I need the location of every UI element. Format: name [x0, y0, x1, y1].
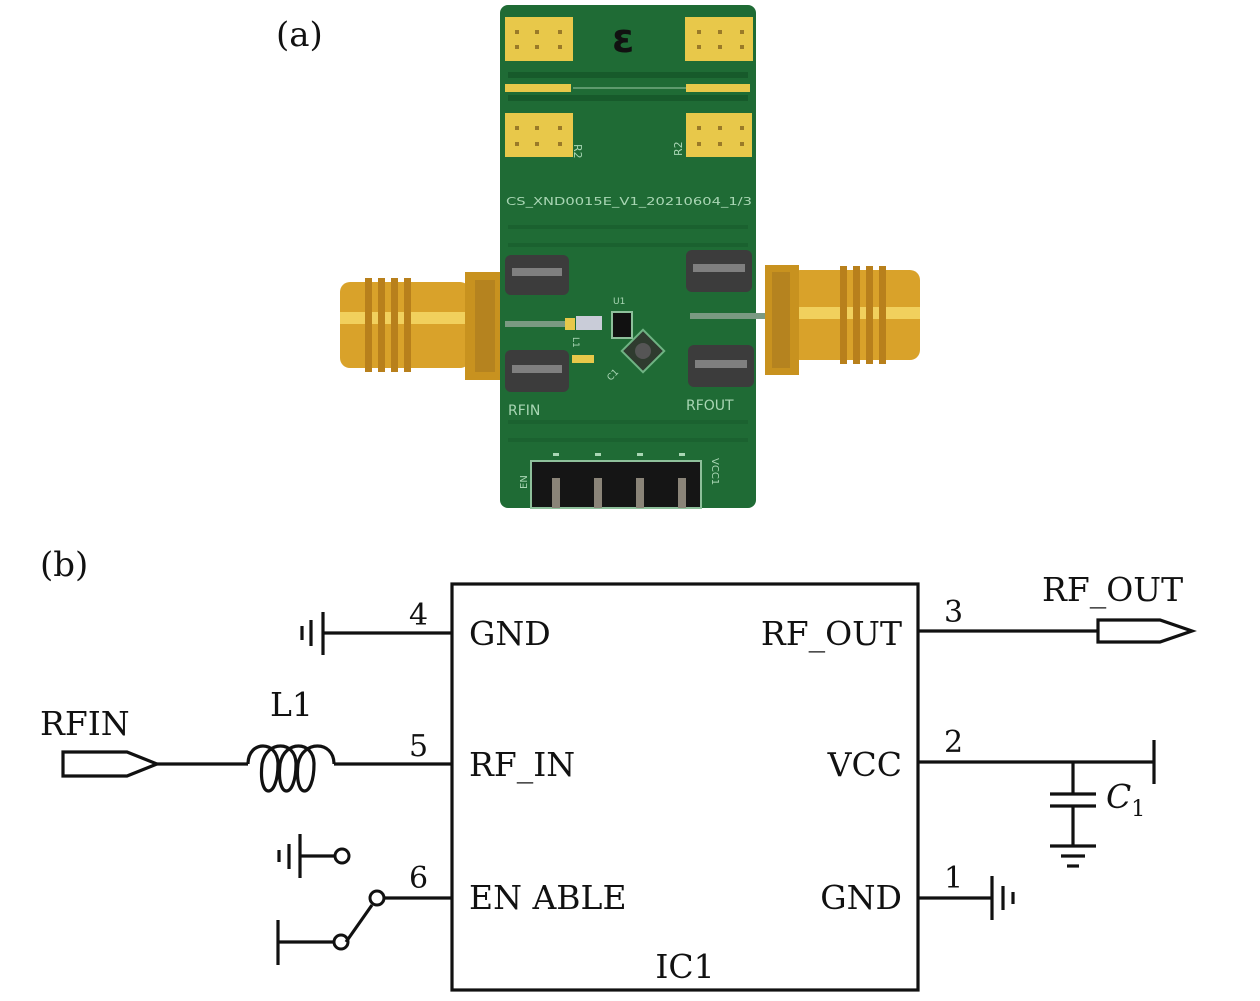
ground-icon — [300, 612, 325, 655]
pcb-photo: ε R2 R2 CS_XND0015E_V1_20210604_1/3 U1 L… — [340, 5, 920, 509]
pcb-component-l1 — [576, 316, 602, 330]
switch-contact-gnd — [333, 847, 351, 865]
pcb-component-c1 — [611, 311, 633, 339]
switch-contact-high — [332, 933, 350, 951]
pin-name-rf-out: RF_OUT — [761, 614, 902, 654]
pin-number-3: 3 — [944, 595, 963, 630]
pin-header — [530, 453, 702, 509]
pin-name-gnd-right: GND — [820, 878, 902, 917]
capacitor-c1-label-sub: 1 — [1131, 797, 1145, 822]
pcb-label-u1: U1 — [613, 297, 625, 307]
ic1-body — [450, 582, 920, 992]
inductor-l1-icon — [246, 744, 336, 793]
ground-icon — [277, 834, 302, 878]
capacitor-c1-label: C1 — [1106, 777, 1145, 822]
pin-number-6: 6 — [409, 861, 428, 896]
pin-name-enable: EN ABLE — [469, 878, 627, 917]
switch-contact-common — [368, 889, 386, 907]
pin-number-4: 4 — [409, 598, 428, 633]
gold-pads — [505, 17, 753, 157]
capacitor-c1-label-main: C — [1106, 777, 1131, 816]
pcb-marker: ε — [612, 16, 634, 62]
ic-ref: IC1 — [655, 947, 714, 986]
panel-b-label: (b) — [40, 545, 88, 585]
pin-name-rf-in: RF_IN — [469, 745, 575, 785]
port-rfout-icon — [1096, 618, 1197, 644]
pin-number-1: 1 — [944, 861, 963, 896]
pcb-inductors — [505, 250, 754, 392]
pcb-header-en: EN — [519, 475, 530, 489]
port-rfout-label: RF_OUT — [1042, 570, 1183, 610]
schematic — [61, 582, 1197, 992]
pcb-ref-left: R2 — [571, 144, 584, 159]
ground-icon — [990, 876, 1015, 920]
pin-name-gnd-left: GND — [469, 614, 551, 653]
pcb-label-l1: L1 — [570, 337, 580, 348]
ground-icon — [1050, 844, 1096, 868]
port-rfin-label: RFIN — [40, 704, 130, 743]
pin-number-2: 2 — [944, 725, 963, 760]
pcb-vias — [508, 72, 748, 442]
sma-connector-left — [340, 272, 505, 380]
schematic-labels: 4 5 6 3 2 1 GND RF_IN EN ABLE RF_OUT VCC… — [40, 570, 1183, 986]
sma-connector-right — [765, 265, 920, 375]
switch-lever[interactable] — [344, 904, 374, 943]
pin-number-5: 5 — [409, 729, 428, 764]
pcb-header-vcc: VCC1 — [709, 458, 720, 485]
pcb-rfout-label: RFOUT — [686, 398, 734, 414]
pcb-ref-right: R2 — [672, 141, 685, 156]
capacitor-c1-icon — [1050, 792, 1096, 808]
pin-name-vcc: VCC — [827, 745, 902, 784]
panel-a-label: (a) — [276, 15, 323, 55]
pcb-rfin-label: RFIN — [508, 403, 540, 419]
port-rfin-icon — [61, 750, 162, 778]
inductor-l1-label: L1 — [270, 685, 313, 724]
pcb-silkscreen-title: CS_XND0015E_V1_20210604_1/3 — [506, 196, 752, 208]
